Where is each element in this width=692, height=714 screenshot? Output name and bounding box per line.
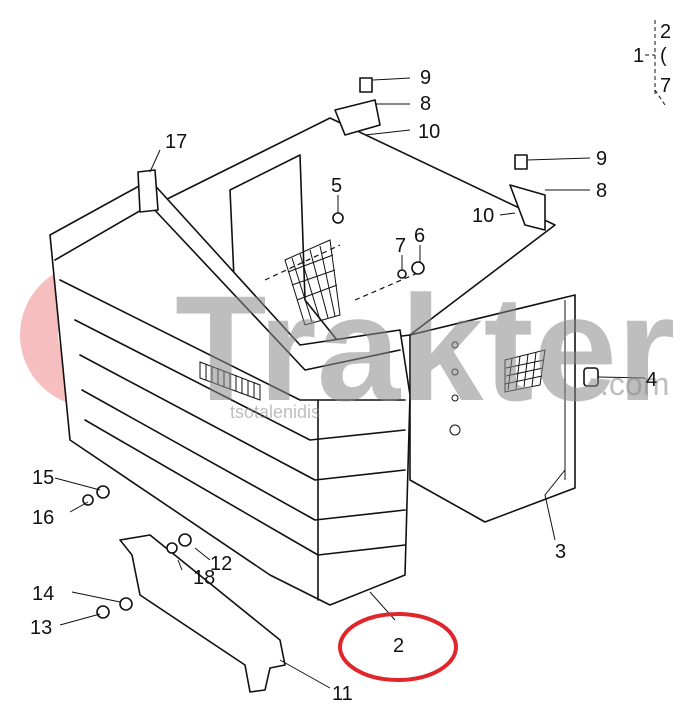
leader-lines: [54, 20, 666, 689]
callout-9: 9: [596, 148, 607, 170]
callout-18: 18: [193, 567, 215, 589]
vent-slots: [199, 361, 261, 401]
callout-15: 15: [32, 467, 54, 489]
callout-3: 3: [555, 541, 566, 563]
callout-13: 13: [30, 617, 52, 639]
callout-16: 16: [32, 507, 54, 529]
hardware-parts: [82, 77, 599, 619]
bracket-part-11: [119, 534, 286, 693]
callout-11: 11: [332, 683, 353, 705]
callout-1: 1: [633, 45, 644, 67]
callout-12: 12: [210, 553, 232, 575]
callout-8: 8: [420, 93, 431, 115]
callout-2: 2: [393, 635, 404, 657]
watermark-domain: .com: [600, 366, 669, 402]
callout-8: 8: [596, 180, 607, 202]
callout-2-range: 2: [660, 21, 671, 43]
callout-labels: 1 2 ( 7 9 8 10 9 8 10 5 6 7 4 3 17 15 16…: [30, 21, 671, 705]
callout-6: 6: [414, 225, 425, 247]
mesh-grille: [504, 349, 546, 393]
watermark-owner: tsotalenidis: [230, 402, 320, 422]
callout-4: 4: [646, 369, 657, 391]
callout-9: 9: [420, 67, 431, 89]
callout-10: 10: [472, 205, 494, 227]
front-grille-part-2: [49, 179, 411, 606]
callout-7-range: 7: [660, 75, 671, 97]
callout-5: 5: [331, 175, 342, 197]
watermark-brand: Trakter: [175, 264, 675, 432]
range-separator: (: [660, 45, 667, 67]
callout-10: 10: [418, 121, 440, 143]
highlight-circle-part-2: [338, 612, 458, 682]
mesh-grille: [284, 239, 341, 326]
bracket-part-17: [137, 169, 159, 213]
callout-14: 14: [32, 583, 54, 605]
callout-7: 7: [395, 235, 406, 257]
side-panel-part-3: [409, 294, 576, 523]
callout-17: 17: [165, 131, 187, 153]
